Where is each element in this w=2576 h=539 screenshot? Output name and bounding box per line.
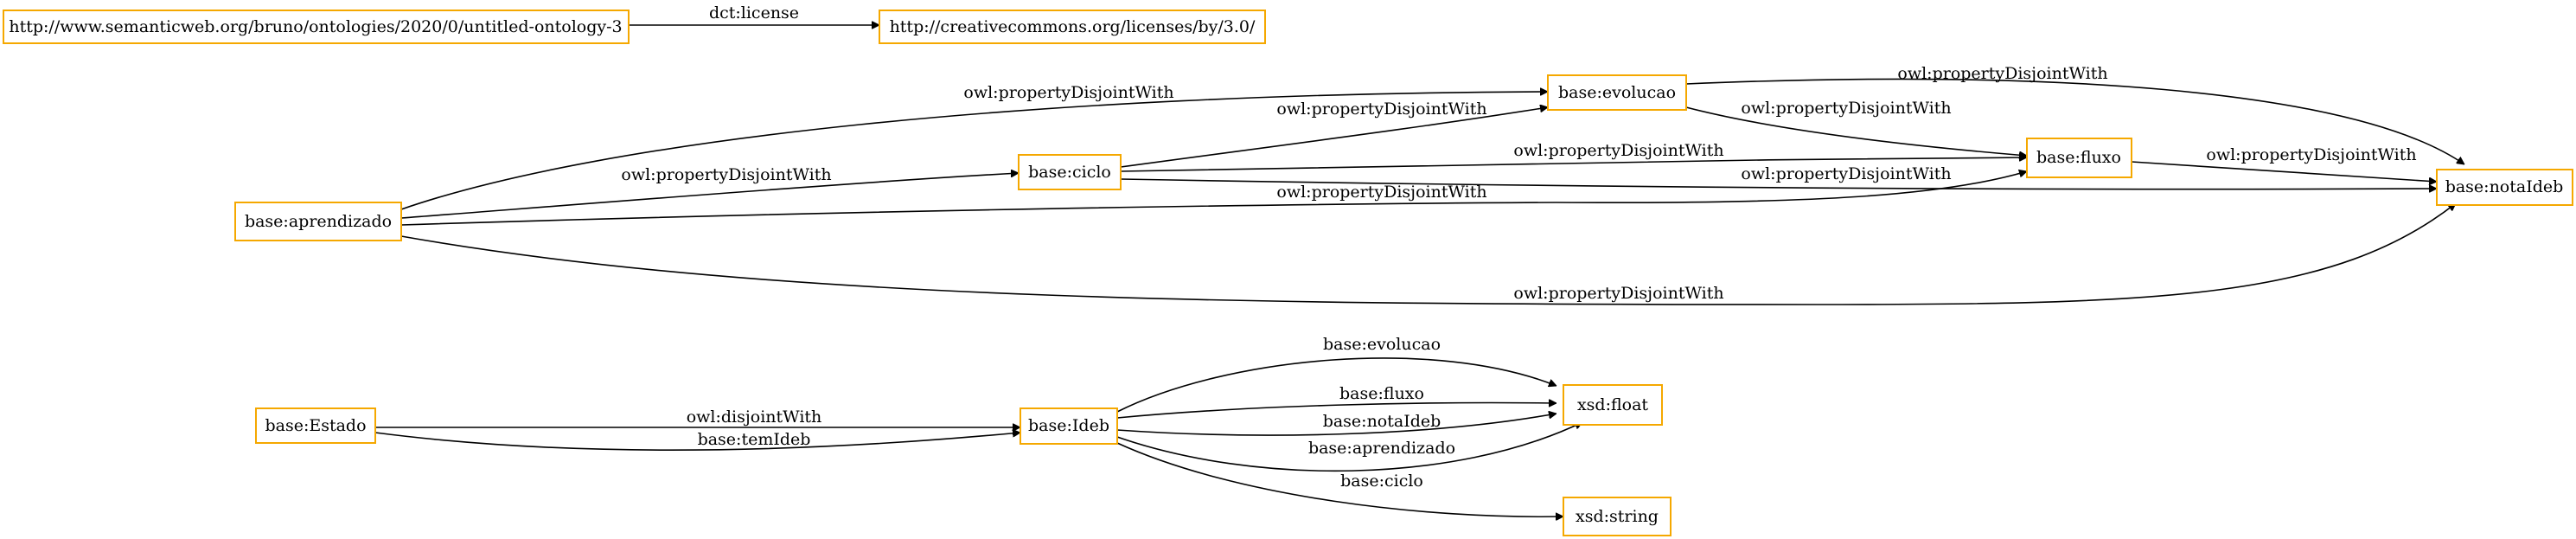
edge-estado-ideb-disjoint: owl:disjointWith	[375, 407, 1020, 427]
node-ontology[interactable]: http://www.semanticweb.org/bruno/ontolog…	[3, 10, 630, 44]
node-notaideb[interactable]: base:notaIdeb	[2436, 169, 2573, 206]
edge-aprendizado-notaideb: owl:propertyDisjointWith	[400, 202, 2456, 305]
edge-label-aprendizado-ciclo: owl:propertyDisjointWith	[621, 165, 831, 184]
node-label-notaideb: base:notaIdeb	[2445, 177, 2564, 196]
edge-label-ciclo-notaideb: owl:propertyDisjointWith	[1741, 164, 1951, 183]
node-label-estado: base:Estado	[265, 416, 366, 435]
edge-ideb-float-evolucao: base:evolucao	[1116, 335, 1556, 413]
edge-aprendizado-ciclo: owl:propertyDisjointWith	[400, 165, 1019, 219]
edge-label-temideb: base:temIdeb	[698, 430, 811, 449]
edge-evolucao-notaideb: owl:propertyDisjointWith	[1685, 64, 2464, 165]
node-label-ideb: base:Ideb	[1028, 416, 1109, 435]
node-label-ontology: http://www.semanticweb.org/bruno/ontolog…	[9, 17, 622, 36]
edge-label-evolucao-fluxo: owl:propertyDisjointWith	[1741, 99, 1951, 118]
edge-label-fluxo-notaideb: owl:propertyDisjointWith	[2206, 145, 2416, 164]
node-label-evolucao: base:evolucao	[1558, 83, 1676, 102]
edge-estado-ideb-temideb: base:temIdeb	[374, 430, 1020, 452]
node-label-fluxo: base:fluxo	[2036, 148, 2121, 167]
edge-aprendizado-evolucao: owl:propertyDisjointWith	[400, 83, 1548, 210]
node-label-ciclo: base:ciclo	[1028, 163, 1111, 182]
node-ciclo[interactable]: base:ciclo	[1018, 154, 1122, 190]
edge-label-fluxo: base:fluxo	[1339, 384, 1424, 403]
edge-label-ciclo: base:ciclo	[1340, 472, 1423, 491]
edge-ciclo-fluxo: owl:propertyDisjointWith	[1120, 141, 2027, 172]
edge-label-notaideb: base:notaIdeb	[1323, 412, 1441, 431]
edge-ideb-float-fluxo: base:fluxo	[1116, 384, 1556, 419]
edge-ciclo-notaideb: owl:propertyDisjointWith	[1120, 164, 2437, 189]
edge-dct-license: dct:license	[629, 3, 879, 25]
edge-label-aprendizado-evolucao: owl:propertyDisjointWith	[963, 83, 1173, 102]
edge-evolucao-fluxo: owl:propertyDisjointWith	[1685, 99, 2027, 156]
node-label-xsd-string: xsd:string	[1576, 507, 1659, 526]
node-xsd-string[interactable]: xsd:string	[1563, 497, 1672, 536]
node-aprendizado[interactable]: base:aprendizado	[234, 202, 402, 241]
node-evolucao[interactable]: base:evolucao	[1547, 74, 1687, 111]
edge-ideb-float-notaideb: base:notaIdeb	[1116, 412, 1556, 436]
node-label-license: http://creativecommons.org/licenses/by/3…	[890, 17, 1256, 36]
edge-aprendizado-fluxo: owl:propertyDisjointWith	[400, 171, 2027, 226]
edge-label-aprendizado: base:aprendizado	[1308, 439, 1455, 458]
node-fluxo[interactable]: base:fluxo	[2026, 138, 2132, 178]
edge-label-aprendizado-notaideb: owl:propertyDisjointWith	[1513, 284, 1723, 303]
edge-label-aprendizado-fluxo: owl:propertyDisjointWith	[1276, 183, 1486, 202]
node-label-xsd-float: xsd:float	[1577, 395, 1648, 414]
edge-label-disjointwith: owl:disjointWith	[687, 407, 822, 427]
edge-label-ciclo-fluxo: owl:propertyDisjointWith	[1513, 141, 1723, 160]
edge-label-ciclo-evolucao: owl:propertyDisjointWith	[1276, 99, 1486, 119]
edge-label-evolucao: base:evolucao	[1323, 335, 1441, 354]
node-license[interactable]: http://creativecommons.org/licenses/by/3…	[879, 10, 1266, 44]
edge-ciclo-evolucao: owl:propertyDisjointWith	[1120, 99, 1548, 168]
edge-fluxo-notaideb: owl:propertyDisjointWith	[2131, 145, 2437, 182]
node-xsd-float[interactable]: xsd:float	[1563, 384, 1663, 426]
edge-ideb-string-ciclo: base:ciclo	[1116, 442, 1563, 517]
edge-ideb-float-aprendizado: base:aprendizado	[1116, 421, 1582, 472]
node-estado[interactable]: base:Estado	[255, 407, 376, 444]
edge-label-dct-license: dct:license	[709, 3, 799, 22]
node-label-aprendizado: base:aprendizado	[245, 212, 392, 231]
edge-label-evolucao-notaideb: owl:propertyDisjointWith	[1897, 64, 2107, 83]
node-ideb[interactable]: base:Ideb	[1020, 407, 1118, 445]
